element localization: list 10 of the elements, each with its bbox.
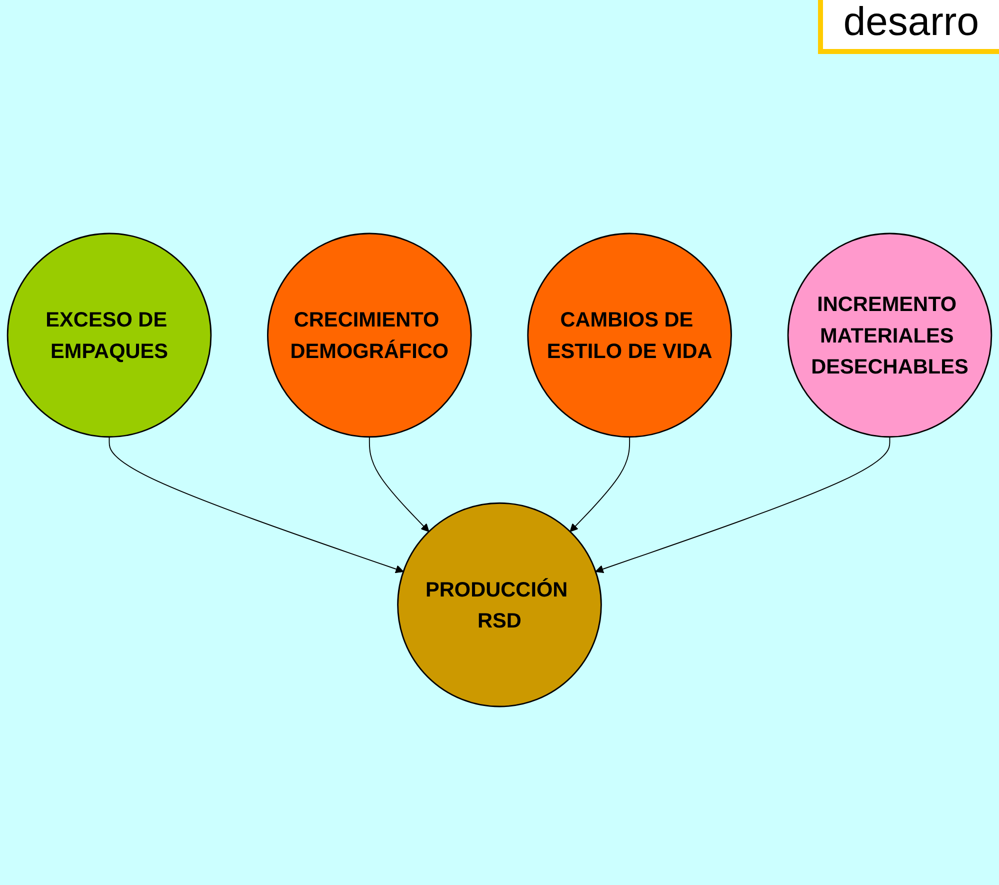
node-circle: EXCESO DE EMPAQUES	[6, 232, 212, 438]
arrow	[108, 436, 404, 574]
node-circle: CRECIMIENTO DEMOGRÁFICO	[267, 232, 472, 438]
node-circle: CAMBIOS DE ESTILO DE VIDA	[527, 232, 732, 438]
node-circle: PRODUCCIÓN RSD	[397, 502, 602, 708]
note-text: desarro	[818, 0, 999, 54]
arrow	[368, 436, 430, 532]
arrow	[595, 436, 890, 574]
arrow	[570, 436, 630, 532]
node-circle: INCREMENTO MATERIALES DESECHABLES	[787, 232, 992, 438]
